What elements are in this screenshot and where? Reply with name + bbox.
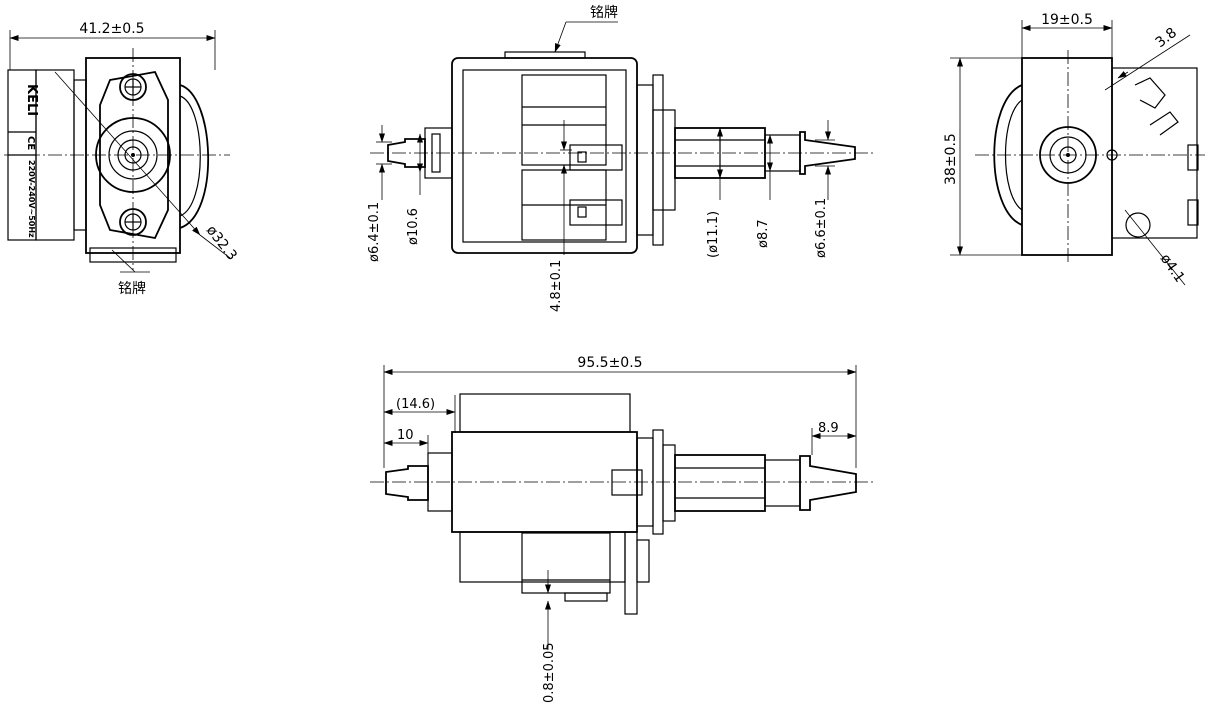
dim-outlet-body: ø8.7: [756, 219, 771, 248]
brand-label: KELI: [24, 84, 39, 116]
rating-label: 220V-240V~50Hz: [27, 160, 36, 238]
dim-width-front: 41.2±0.5: [79, 21, 144, 37]
top-view: 铭牌: [367, 4, 875, 312]
dim-outlet-diameter: ø6.6±0.1: [814, 198, 829, 258]
dim-diameter-body: ø32.3: [203, 223, 240, 264]
dim-terminal-offset: 4.8±0.1: [549, 260, 564, 312]
dim-total-length: 95.5±0.5: [577, 355, 642, 371]
dim-hole-diameter: ø4.1: [1157, 251, 1188, 285]
dim-height-side: 38±0.5: [943, 133, 959, 185]
dim-outlet-ref: (ø11.1): [706, 211, 721, 258]
dim-plate-thickness: 0.8±0.05: [542, 642, 557, 703]
bottom-view: 95.5±0.5 (14.6) 10 8.9: [370, 355, 875, 703]
dim-inlet-length-ref: (14.6): [396, 397, 435, 412]
dim-inlet-collar: ø10.6: [406, 208, 421, 245]
side-view: 19±0.5 38±0.5 3.8 ø4.1: [943, 12, 1205, 286]
front-view: 41.2±0.5 KELI 220V-240V~50Hz CE: [4, 21, 240, 297]
nameplate-label-front: 铭牌: [118, 280, 146, 297]
dim-inlet-length: 10: [397, 428, 414, 443]
nameplate-label-top: 铭牌: [590, 4, 618, 21]
dim-inlet-diameter: ø6.4±0.1: [367, 202, 382, 262]
dim-thickness-small: 3.8: [1153, 25, 1180, 51]
dim-outlet-length: 8.9: [818, 421, 839, 436]
dim-thickness-side: 19±0.5: [1041, 12, 1093, 28]
cert-mark: CE: [25, 136, 36, 150]
